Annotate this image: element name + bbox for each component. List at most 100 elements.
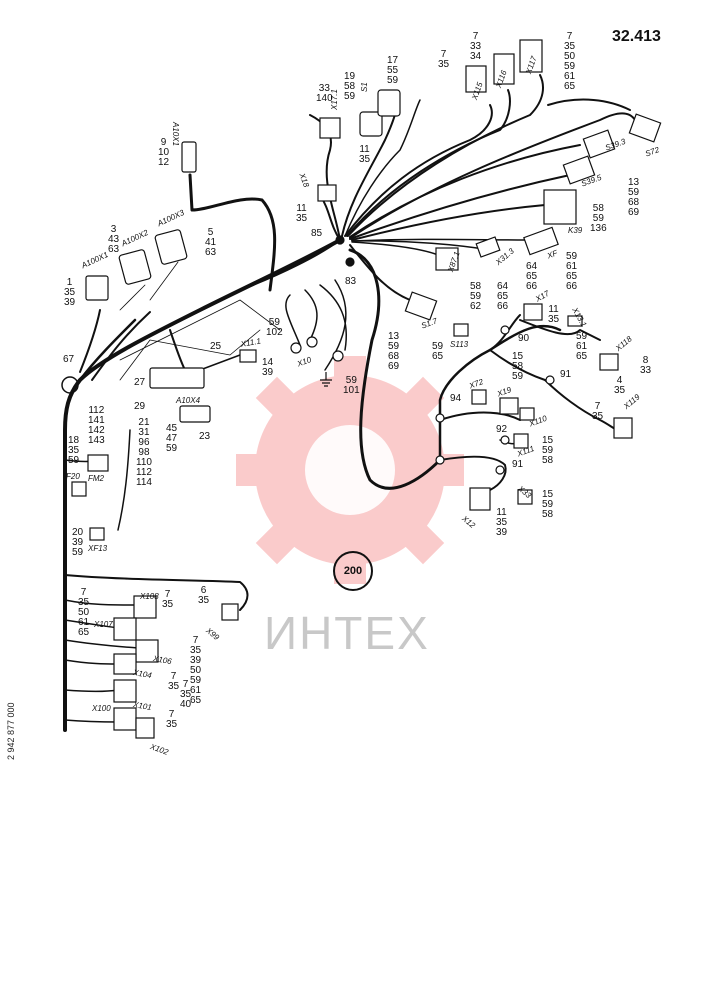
label-n94: 94	[450, 394, 461, 404]
label-line: 15	[542, 435, 554, 446]
label-line: 65	[566, 271, 578, 282]
label-line: 4	[616, 375, 623, 386]
label-line: 11	[296, 203, 307, 214]
connector-a10x4-box	[149, 367, 205, 389]
label-line: 55	[387, 65, 399, 76]
label-line: 67	[63, 354, 75, 365]
label-line: 23	[199, 431, 211, 442]
label-line: 92	[496, 424, 508, 435]
label-line: 83	[345, 276, 357, 287]
label-line: 15	[512, 351, 524, 362]
label-line: 59	[470, 291, 482, 302]
label-line: 43	[108, 234, 120, 245]
label-line: 11	[359, 144, 370, 155]
connector-name-a10x1: A10X1	[171, 122, 180, 147]
connector-x111	[513, 433, 529, 449]
label-line: 35	[296, 213, 308, 224]
label-line: 141	[88, 415, 105, 426]
label-line: 15	[542, 489, 554, 500]
label-line: 33	[318, 83, 330, 94]
label-line: 17	[387, 55, 399, 66]
connector-x17	[523, 303, 543, 321]
side-code: 2 942 877 000	[6, 702, 16, 760]
label-line: 13	[388, 331, 400, 342]
label-line: 85	[311, 228, 323, 239]
connector-name-k39: K39	[568, 226, 583, 235]
label-line: 59	[564, 61, 576, 72]
connector-name-fm2: FM2	[88, 474, 104, 483]
label-line: 50	[78, 607, 90, 618]
label-line: 5	[207, 227, 214, 238]
label-line: 8	[642, 355, 649, 366]
node-90	[500, 325, 510, 335]
label-line: 65	[432, 351, 444, 362]
label-line: 65	[190, 695, 202, 706]
connector-k39	[543, 189, 577, 225]
label-line: 59	[566, 251, 578, 262]
label-line: 98	[138, 447, 150, 458]
connector-name-xf13: XF13	[88, 544, 108, 553]
label-line: 96	[138, 437, 150, 448]
connector-x13-1	[567, 315, 583, 327]
label-line: 7	[472, 31, 479, 42]
label-line: 64	[526, 261, 538, 272]
connector-x115	[465, 65, 487, 93]
label-line: 11	[496, 507, 507, 518]
connector-s39-5	[562, 155, 596, 185]
label-line: 35	[438, 59, 450, 70]
label-line: 35	[359, 154, 371, 165]
label-line: 112	[136, 467, 152, 478]
connector-fm2	[87, 454, 109, 472]
label-line: 59	[68, 455, 80, 466]
page-number: 32.413	[612, 28, 661, 45]
label-line: 31	[138, 427, 150, 438]
label-line: 59	[628, 187, 640, 198]
label-line: 58	[542, 455, 554, 466]
label-line: 7	[164, 589, 171, 600]
label-line: 35	[64, 287, 76, 298]
label-line: 58	[512, 361, 524, 372]
label-n27: 27	[134, 378, 145, 388]
label-line: 65	[576, 351, 588, 362]
label-line: 39	[262, 367, 274, 378]
label-line: 102	[266, 327, 283, 338]
label-line: 142	[88, 425, 105, 436]
label-line: 50	[564, 51, 576, 62]
label-line: 35	[162, 599, 174, 610]
label-line: 101	[343, 385, 360, 396]
label-line: 6	[200, 585, 207, 596]
label-line: 63	[205, 247, 217, 258]
label-line: 62	[470, 301, 482, 312]
label-line: 7	[170, 671, 177, 682]
label-line: 59	[388, 341, 400, 352]
label-line: 59	[345, 375, 357, 386]
connector-x106	[135, 639, 159, 663]
label-line: 33	[470, 41, 482, 52]
label-line: 7	[80, 587, 87, 598]
label-line: 20	[72, 527, 84, 538]
connector-s72	[628, 113, 662, 143]
label-line: 11	[548, 304, 559, 315]
connector-x117	[519, 39, 543, 73]
label-n91b: 91	[512, 460, 523, 470]
label-n25: 25	[210, 342, 221, 352]
label-line: 59	[592, 213, 604, 224]
label-line: 7	[566, 31, 573, 42]
connector-x101	[113, 679, 137, 703]
